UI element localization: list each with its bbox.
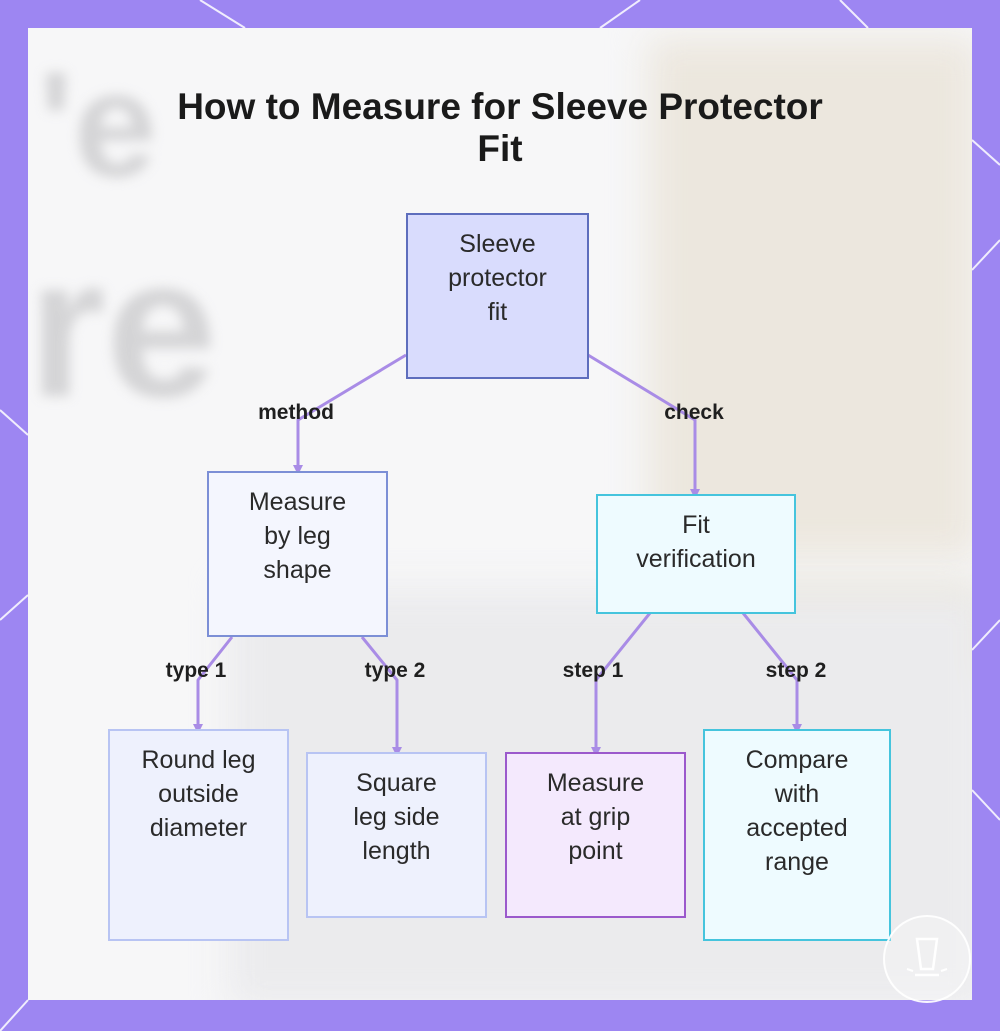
background-text: 'e [38,40,158,208]
node-compare-range: Compare with accepted range [703,729,891,941]
background-blur-shape [648,38,972,558]
node-measure-by-shape-label: Measure by leg shape [248,488,347,584]
title-line-2: Fit [477,128,523,169]
node-round-leg: Round leg outside diameter [108,729,289,941]
glass-icon [906,937,948,977]
edge-label-method: method [258,401,334,424]
edge-label-type1: type 1 [165,659,227,682]
edge-step2 [741,612,802,734]
node-measure-by-shape: Measure by leg shape [207,471,388,637]
edge-label-type2: type 2 [364,659,426,682]
edge-label-check: check [664,401,724,424]
node-fit-verification-label: Fit verification [636,511,756,573]
node-measure-grip: Measure at grip point [505,752,686,918]
edge-label-step2: step 2 [765,659,827,682]
title-line-1: How to Measure for Sleeve Protector [177,86,823,127]
background-text: re [28,216,218,439]
node-measure-grip-label: Measure at grip point [546,769,645,865]
node-fit-verification: Fit verification [596,494,796,614]
edge-step1 [591,612,652,757]
node-compare-range-label: Compare with accepted range [745,746,849,876]
edge-type1 [193,636,234,734]
edge-root-method [293,353,407,475]
node-root-label: Sleeve protector fit [448,230,547,326]
watermark-logo [883,915,971,1003]
edge-root-check [587,353,700,499]
edge-type2 [360,636,402,757]
node-root: Sleeve protector fit [406,213,589,379]
diagram-title: How to Measure for Sleeve Protector Fit [28,86,972,170]
node-square-leg-label: Square leg side length [353,769,440,865]
node-round-leg-label: Round leg outside diameter [141,746,256,842]
node-square-leg: Square leg side length [306,752,487,918]
edge-label-step1: step 1 [562,659,624,682]
